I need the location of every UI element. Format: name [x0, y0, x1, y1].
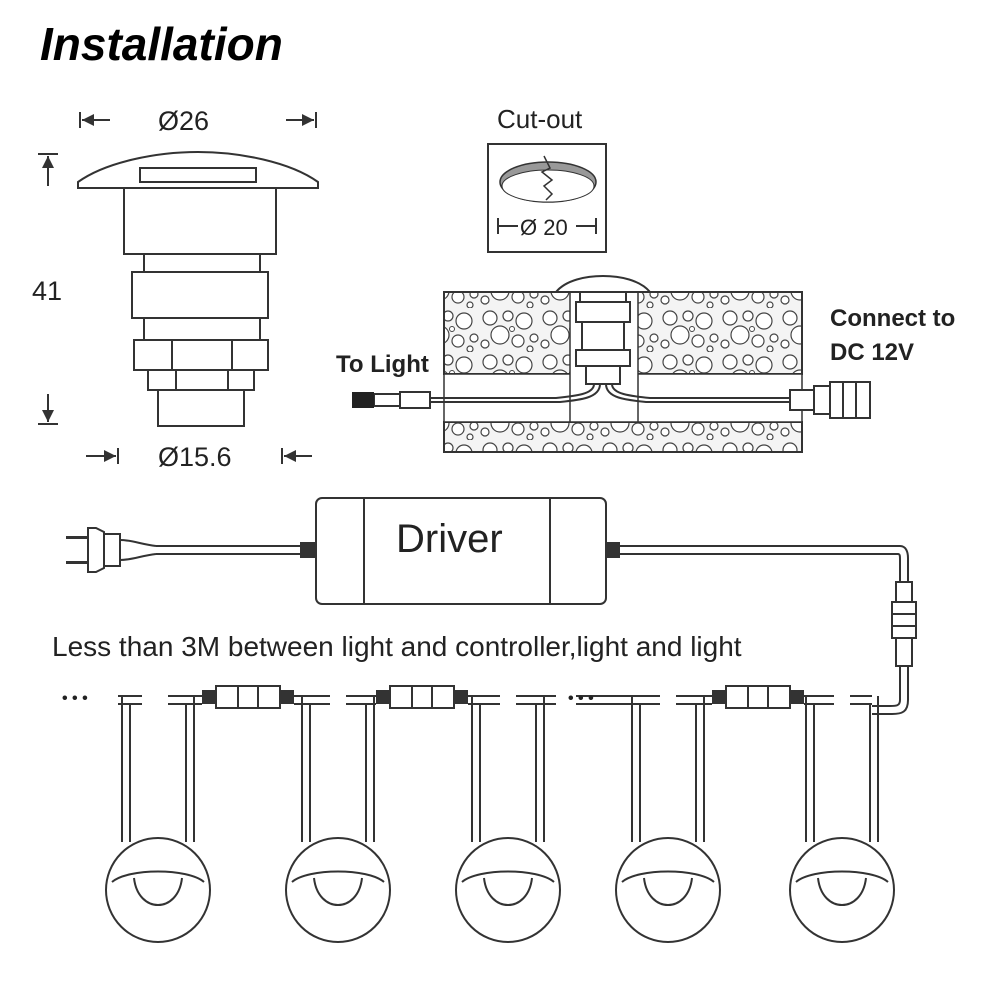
- chain-connector-3: [725, 685, 791, 709]
- bottom-diameter-dimension: Ø15.6: [86, 442, 312, 472]
- distance-note: Less than 3M between light and controlle…: [52, 631, 742, 662]
- page-title: Installation: [40, 18, 283, 70]
- ground-cross-section: To Light Connect to DC 12V: [336, 274, 955, 453]
- power-plug: [66, 527, 316, 573]
- lamp-3: [455, 837, 561, 943]
- dc-voltage-label: DC 12V: [830, 339, 914, 366]
- lamp-4: [615, 837, 721, 943]
- chain-connector-1: [215, 685, 281, 709]
- driver-output-cable: [606, 542, 917, 715]
- chain-dots-middle: • • •: [568, 690, 594, 707]
- fixture-side-view: [77, 150, 319, 427]
- cutout-diameter-label: Ø 20: [520, 215, 568, 240]
- connect-to-label: Connect to: [830, 305, 955, 332]
- driver-label: Driver: [396, 517, 503, 561]
- lamp-5: [789, 837, 895, 943]
- chain-dots-left: • • •: [62, 690, 88, 707]
- height-label: 41: [32, 276, 62, 306]
- cutout-diagram: Cut-out Ø 20: [487, 104, 607, 253]
- to-light-label: To Light: [336, 351, 429, 378]
- lamp-1: [105, 837, 211, 943]
- driver-unit: Driver: [315, 497, 607, 605]
- lamp-chain: [105, 685, 895, 943]
- cutout-title: Cut-out: [497, 104, 583, 134]
- bottom-diameter-label: Ø15.6: [158, 442, 232, 472]
- top-diameter-label: Ø26: [158, 106, 209, 136]
- lamp-2: [285, 837, 391, 943]
- chain-connector-2: [389, 685, 455, 709]
- height-dimension: 41: [32, 153, 62, 425]
- top-diameter-dimension: Ø26: [79, 106, 317, 136]
